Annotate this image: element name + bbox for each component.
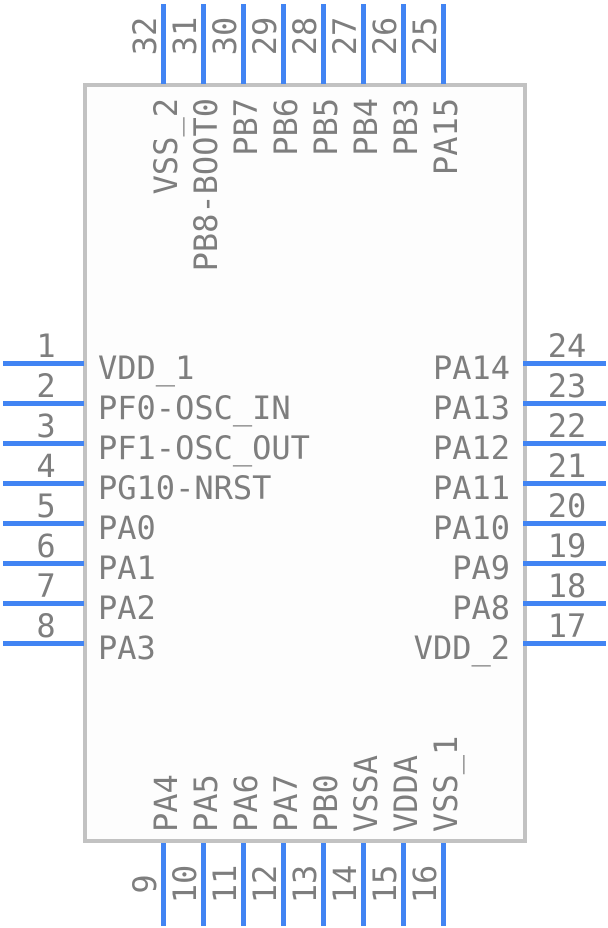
pin-name: PF0-OSC_IN xyxy=(98,389,291,427)
pin-number: 7 xyxy=(36,567,56,605)
pin-name: PA4 xyxy=(147,774,185,832)
pin-line-17 xyxy=(523,641,606,646)
pin-line-2 xyxy=(3,401,84,406)
pin-name: PA1 xyxy=(98,549,156,587)
pin-name: PG10-NRST xyxy=(98,469,272,507)
pin-name: PB0 xyxy=(307,774,345,832)
pin-line-26 xyxy=(401,4,406,84)
pin-number: 17 xyxy=(547,607,587,645)
pin-number: 14 xyxy=(326,864,364,904)
pin-number: 3 xyxy=(36,407,56,445)
pin-line-31 xyxy=(201,4,206,84)
pin-line-16 xyxy=(441,843,446,926)
pin-name: PA12 xyxy=(432,429,510,467)
pin-number: 20 xyxy=(547,487,587,525)
pin-name: VSSA xyxy=(347,754,385,832)
pin-number: 28 xyxy=(286,16,324,56)
pin-number: 19 xyxy=(547,527,587,565)
pin-line-20 xyxy=(523,521,606,526)
pin-name: PA13 xyxy=(432,389,510,427)
pin-number: 10 xyxy=(166,864,204,904)
pin-name: PB4 xyxy=(347,98,385,156)
pin-name: VSS_1 xyxy=(427,735,465,832)
pin-number: 8 xyxy=(36,607,56,645)
pin-number: 21 xyxy=(547,447,587,485)
pin-name: PA5 xyxy=(187,774,225,832)
pin-number: 15 xyxy=(366,864,404,904)
pin-line-5 xyxy=(3,521,84,526)
pin-number: 32 xyxy=(126,16,164,56)
pin-line-18 xyxy=(523,601,606,606)
pin-name: PB5 xyxy=(307,98,345,156)
pin-name: PA9 xyxy=(452,549,510,587)
chip-body xyxy=(83,83,527,843)
pin-line-11 xyxy=(241,843,246,926)
pin-line-9 xyxy=(161,843,166,926)
pin-line-24 xyxy=(523,361,606,366)
pin-name: VSS_2 xyxy=(147,98,185,195)
pin-line-3 xyxy=(3,441,84,446)
pin-number: 6 xyxy=(36,527,56,565)
pin-number: 29 xyxy=(246,16,284,56)
pin-number: 26 xyxy=(366,16,404,56)
pin-name: VDD_1 xyxy=(98,349,195,387)
pin-line-30 xyxy=(241,4,246,84)
pin-line-19 xyxy=(523,561,606,566)
pin-name: PA10 xyxy=(432,509,510,547)
pin-name: VDDA xyxy=(387,754,425,832)
pin-name: PF1-OSC_OUT xyxy=(98,429,310,467)
pin-name: VDD_2 xyxy=(413,629,510,667)
pin-name: PA2 xyxy=(98,589,156,627)
pin-line-6 xyxy=(3,561,84,566)
pin-name: PB7 xyxy=(227,98,265,156)
pin-line-7 xyxy=(3,601,84,606)
pin-number: 5 xyxy=(36,487,56,525)
pin-number: 23 xyxy=(547,367,587,405)
pin-line-32 xyxy=(161,4,166,84)
pin-number: 31 xyxy=(166,16,204,56)
pin-name: PA7 xyxy=(267,774,305,832)
pin-number: 9 xyxy=(126,874,164,894)
pin-name: PA15 xyxy=(427,98,465,176)
pin-line-27 xyxy=(361,4,366,84)
pin-line-21 xyxy=(523,481,606,486)
pin-line-15 xyxy=(401,843,406,926)
pin-number: 2 xyxy=(36,367,56,405)
pin-line-23 xyxy=(523,401,606,406)
pin-name: PA11 xyxy=(432,469,510,507)
pin-name: PA14 xyxy=(432,349,510,387)
pin-line-25 xyxy=(441,4,446,84)
pin-line-12 xyxy=(281,843,286,926)
pin-number: 12 xyxy=(246,864,284,904)
pin-name: PB6 xyxy=(267,98,305,156)
pin-name: PA0 xyxy=(98,509,156,547)
pin-line-22 xyxy=(523,441,606,446)
pin-number: 4 xyxy=(36,447,56,485)
pin-line-28 xyxy=(321,4,326,84)
pin-number: 11 xyxy=(206,864,244,904)
pin-line-13 xyxy=(321,843,326,926)
pin-line-8 xyxy=(3,641,84,646)
pin-number: 18 xyxy=(547,567,587,605)
pin-line-29 xyxy=(281,4,286,84)
pin-number: 27 xyxy=(326,16,364,56)
pin-number: 30 xyxy=(206,16,244,56)
pin-name: PB3 xyxy=(387,98,425,156)
pin-number: 25 xyxy=(406,16,444,56)
pin-name: PA8 xyxy=(452,589,510,627)
pin-name: PB8-BOOT0 xyxy=(187,98,225,272)
pin-number: 22 xyxy=(547,407,587,445)
pin-number: 16 xyxy=(406,864,444,904)
pin-name: PA3 xyxy=(98,629,156,667)
pin-line-1 xyxy=(3,361,84,366)
pin-name: PA6 xyxy=(227,774,265,832)
pin-line-14 xyxy=(361,843,366,926)
pin-line-10 xyxy=(201,843,206,926)
pin-line-4 xyxy=(3,481,84,486)
pin-number: 1 xyxy=(36,327,56,365)
pin-number: 13 xyxy=(286,864,324,904)
pin-number: 24 xyxy=(547,327,587,365)
